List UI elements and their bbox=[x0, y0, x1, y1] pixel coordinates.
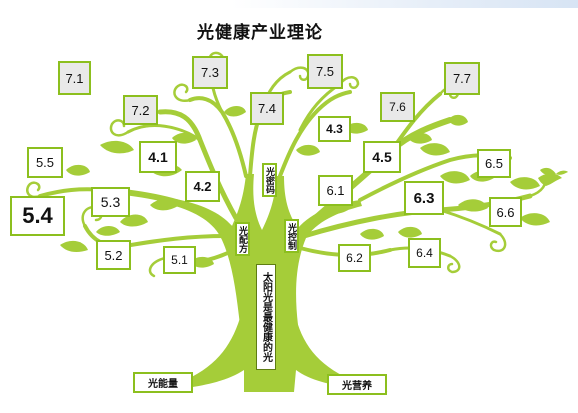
node-7-4: 7.4 bbox=[250, 92, 284, 125]
root-label-energy: 光能量 bbox=[133, 372, 193, 393]
node-4-2: 4.2 bbox=[185, 171, 220, 202]
branch-label-code: 光密码 bbox=[262, 163, 277, 197]
trunk-text: 太阳光是最健康的光 bbox=[256, 264, 276, 370]
node-7-3: 7.3 bbox=[192, 56, 228, 89]
node-7-7: 7.7 bbox=[444, 62, 480, 95]
branch-label-formula: 光配方 bbox=[235, 222, 250, 256]
node-6-2: 6.2 bbox=[338, 244, 371, 272]
node-6-1: 6.1 bbox=[318, 175, 353, 206]
node-5-1: 5.1 bbox=[163, 246, 196, 274]
node-6-3: 6.3 bbox=[404, 181, 444, 215]
node-7-6: 7.6 bbox=[380, 92, 415, 122]
top-gradient-band bbox=[0, 0, 578, 8]
node-7-5: 7.5 bbox=[307, 54, 343, 89]
node-7-2: 7.2 bbox=[123, 95, 158, 125]
node-4-3: 4.3 bbox=[318, 116, 351, 142]
node-4-5: 4.5 bbox=[363, 141, 401, 173]
root-label-nutrition: 光营养 bbox=[327, 374, 387, 395]
node-5-2: 5.2 bbox=[96, 240, 131, 270]
tree-trunk bbox=[172, 174, 362, 325]
node-6-4: 6.4 bbox=[408, 238, 441, 268]
node-4-1: 4.1 bbox=[139, 141, 177, 173]
node-5-5: 5.5 bbox=[27, 147, 63, 178]
node-6-6: 6.6 bbox=[489, 197, 522, 227]
page-title: 光健康产业理论 bbox=[197, 23, 323, 43]
node-5-3: 5.3 bbox=[91, 187, 130, 217]
branch-label-control: 光控制 bbox=[284, 219, 299, 253]
node-7-1: 7.1 bbox=[58, 61, 91, 95]
node-5-4: 5.4 bbox=[10, 196, 65, 236]
node-6-5: 6.5 bbox=[477, 149, 511, 178]
